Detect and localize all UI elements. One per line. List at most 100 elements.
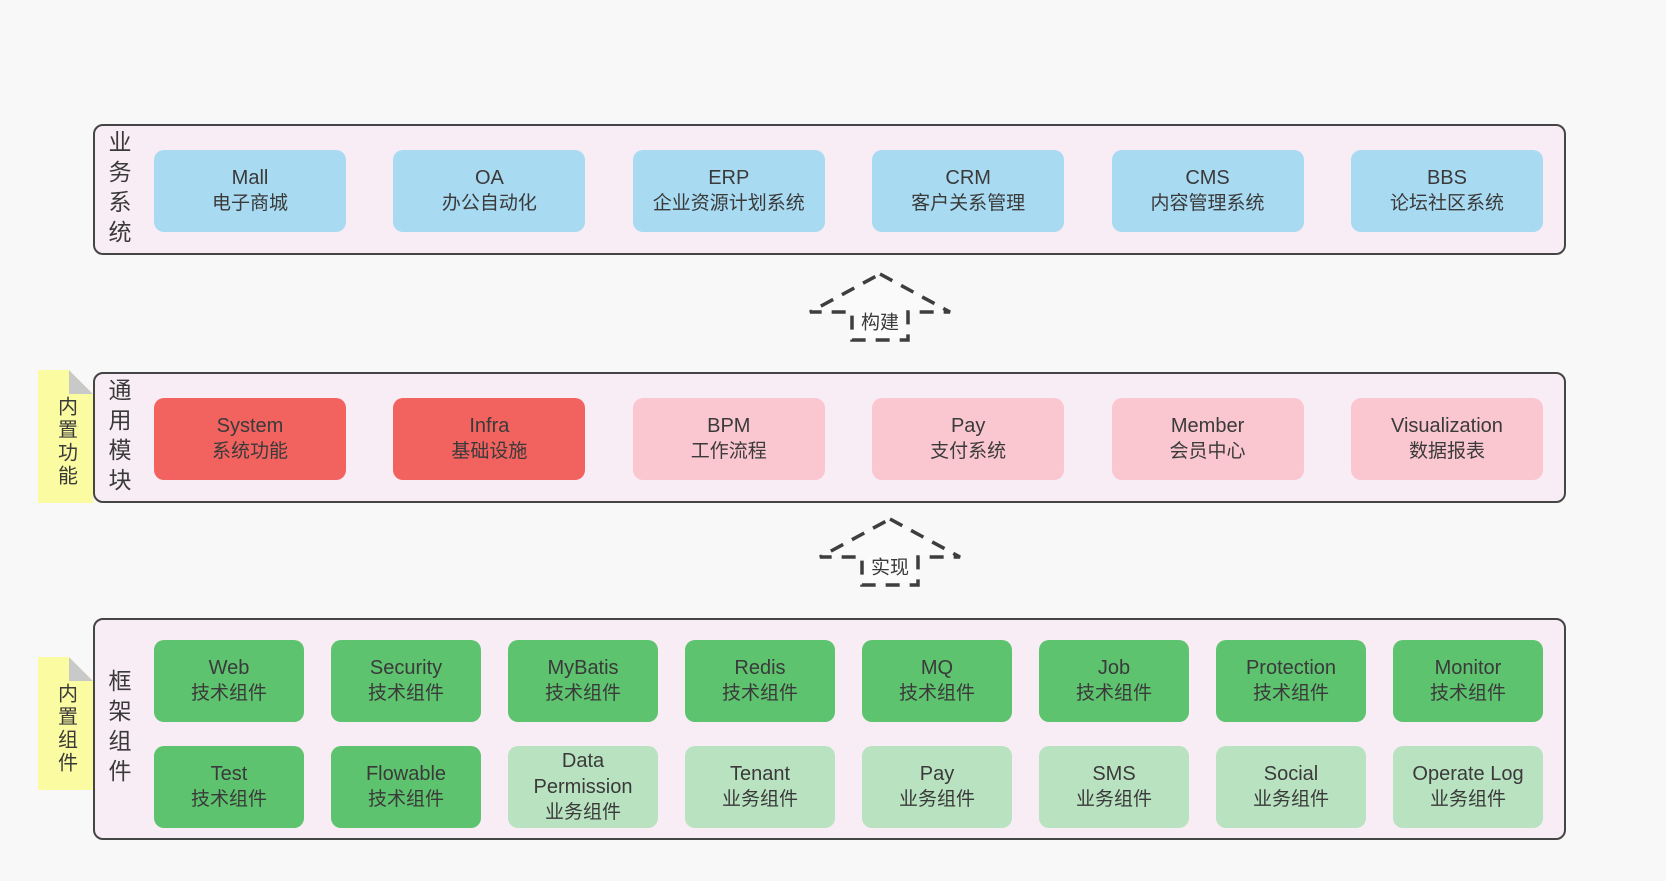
components-box-row-1: Web 技术组件 Security 技术组件 MyBatis 技术组件 Redi… <box>154 640 1543 722</box>
box-name: Social <box>1263 763 1319 785</box>
box-desc: 会员中心 <box>1169 441 1246 462</box>
module-box-visualization: Visualization 数据报表 <box>1350 398 1543 480</box>
box-name: Job <box>1097 657 1131 679</box>
box-desc: 支付系统 <box>930 441 1007 462</box>
box-name: CRM <box>945 167 991 189</box>
box-desc: 业务组件 <box>898 789 975 810</box>
business-box-row: Mall 电子商城 OA 办公自动化 ERP 企业资源计划系统 CRM 客户关系… <box>154 150 1543 232</box>
component-box-protection: Protection 技术组件 <box>1216 640 1366 722</box>
box-name: Web <box>208 657 250 679</box>
component-box-tenant: Tenant 业务组件 <box>685 746 835 828</box>
box-desc: 业务组件 <box>1252 789 1329 810</box>
box-name: Tenant <box>729 763 791 785</box>
box-desc: 技术组件 <box>1252 683 1329 704</box>
component-box-pay: Pay 业务组件 <box>862 746 1012 828</box>
box-name: System <box>216 415 284 437</box>
business-systems-panel: 业务系统 Mall 电子商城 OA 办公自动化 ERP 企业资源计划系统 CRM… <box>93 124 1566 255</box>
box-name: Flowable <box>365 763 447 785</box>
box-name: SMS <box>1092 763 1136 785</box>
box-name: Monitor <box>1434 657 1502 679</box>
component-box-security: Security 技术组件 <box>331 640 481 722</box>
box-desc: 业务组件 <box>544 802 621 823</box>
up-arrow-icon <box>819 517 961 587</box>
module-box-bpm: BPM 工作流程 <box>632 398 825 480</box>
box-name: Data Permission <box>533 750 633 798</box>
box-desc: 技术组件 <box>1429 683 1506 704</box>
box-desc: 业务组件 <box>1429 789 1506 810</box>
box-name: Member <box>1170 415 1245 437</box>
box-desc: 基础设施 <box>451 441 528 462</box>
box-name: MQ <box>920 657 954 679</box>
box-desc: 论坛社区系统 <box>1389 193 1504 214</box>
box-name: ERP <box>708 167 750 189</box>
box-name: BPM <box>707 415 751 437</box>
component-box-sms: SMS 业务组件 <box>1039 746 1189 828</box>
box-desc: 数据报表 <box>1408 441 1485 462</box>
common-modules-panel: 通用模块 System 系统功能 Infra 基础设施 BPM 工作流程 Pay… <box>93 372 1566 503</box>
sticky-note-label: 内置功能 <box>54 395 77 488</box>
component-box-mybatis: MyBatis 技术组件 <box>508 640 658 722</box>
box-name: Security <box>369 657 443 679</box>
box-desc: 企业资源计划系统 <box>652 193 805 214</box>
system-box-oa: OA 办公自动化 <box>393 150 586 232</box>
box-desc: 技术组件 <box>544 683 621 704</box>
module-box-system: System 系统功能 <box>154 398 346 480</box>
sticky-fold-corner <box>69 370 93 394</box>
component-box-data-permission: Data Permission 业务组件 <box>508 746 658 828</box>
system-box-crm: CRM 客户关系管理 <box>872 150 1065 232</box>
box-desc: 客户关系管理 <box>911 193 1026 214</box>
sticky-note-built-in-features: 内置功能 <box>38 370 93 503</box>
box-desc: 电子商城 <box>211 193 288 214</box>
build-arrow-label: 构建 <box>857 311 903 337</box>
components-box-row-2: Test 技术组件 Flowable 技术组件 Data Permission … <box>154 746 1543 828</box>
box-desc: 技术组件 <box>367 683 444 704</box>
box-name: CMS <box>1185 167 1230 189</box>
box-name: BBS <box>1426 167 1467 189</box>
sticky-note-built-in-components: 内置组件 <box>38 657 93 790</box>
component-box-flowable: Flowable 技术组件 <box>331 746 481 828</box>
system-box-mall: Mall 电子商城 <box>154 150 346 232</box>
modules-box-row: System 系统功能 Infra 基础设施 BPM 工作流程 Pay 支付系统… <box>154 398 1543 480</box>
box-name: Operate Log <box>1412 763 1524 785</box>
box-desc: 办公自动化 <box>441 193 537 214</box>
module-box-member: Member 会员中心 <box>1111 398 1304 480</box>
box-name: Visualization <box>1390 415 1503 437</box>
component-box-job: Job 技术组件 <box>1039 640 1189 722</box>
system-box-cms: CMS 内容管理系统 <box>1111 150 1304 232</box>
box-desc: 技术组件 <box>190 683 267 704</box>
box-desc: 业务组件 <box>1075 789 1152 810</box>
framework-components-panel: 框架组件 Web 技术组件 Security 技术组件 MyBatis 技术组件… <box>93 618 1566 840</box>
sticky-note-label: 内置组件 <box>54 682 77 775</box>
up-arrow-icon <box>809 272 951 342</box>
box-name: Test <box>210 763 248 785</box>
component-box-web: Web 技术组件 <box>154 640 304 722</box>
box-desc: 工作流程 <box>690 441 767 462</box>
box-desc: 技术组件 <box>721 683 798 704</box>
box-name: MyBatis <box>547 657 619 679</box>
box-desc: 内容管理系统 <box>1150 193 1265 214</box>
components-panel-side-label: 框架组件 <box>105 669 131 789</box>
system-box-erp: ERP 企业资源计划系统 <box>632 150 825 232</box>
box-desc: 技术组件 <box>367 789 444 810</box>
component-box-social: Social 业务组件 <box>1216 746 1366 828</box>
module-box-pay: Pay 支付系统 <box>872 398 1065 480</box>
box-desc: 系统功能 <box>211 441 288 462</box>
box-name: Pay <box>950 415 986 437</box>
implement-arrow-label: 实现 <box>867 556 913 582</box>
business-panel-side-label: 业务系统 <box>105 129 131 250</box>
component-box-test: Test 技术组件 <box>154 746 304 828</box>
box-desc: 技术组件 <box>190 789 267 810</box>
box-name: Redis <box>734 657 786 679</box>
box-desc: 技术组件 <box>1075 683 1152 704</box>
modules-panel-side-label: 通用模块 <box>105 377 131 498</box>
component-box-redis: Redis 技术组件 <box>685 640 835 722</box>
box-desc: 技术组件 <box>898 683 975 704</box>
module-box-infra: Infra 基础设施 <box>393 398 586 480</box>
sticky-fold-corner <box>69 657 93 681</box>
box-name: Pay <box>919 763 955 785</box>
box-desc: 业务组件 <box>721 789 798 810</box>
box-name: Mall <box>231 167 269 189</box>
component-box-mq: MQ 技术组件 <box>862 640 1012 722</box>
system-box-bbs: BBS 论坛社区系统 <box>1350 150 1543 232</box>
component-box-monitor: Monitor 技术组件 <box>1393 640 1543 722</box>
